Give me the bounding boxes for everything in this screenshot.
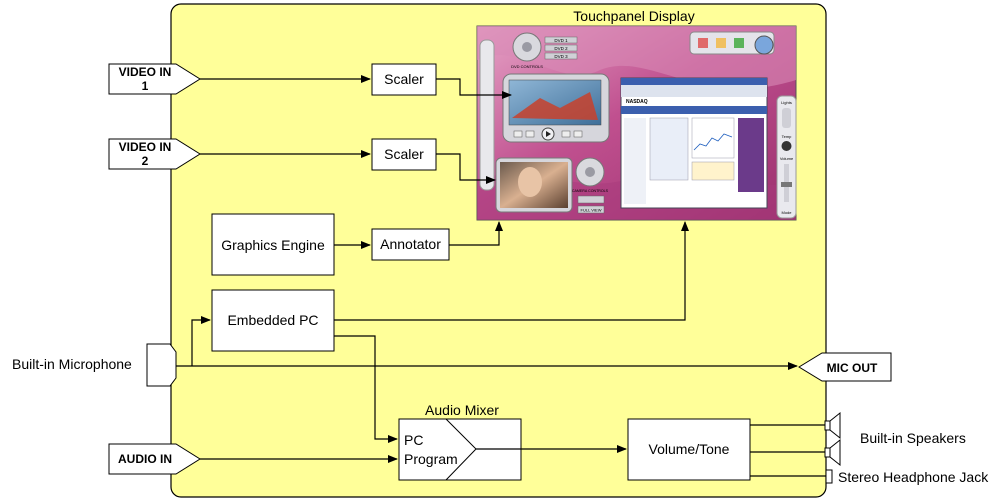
graphics-engine-label: Graphics Engine [221, 237, 325, 253]
volume-tone-label: Volume/Tone [649, 441, 730, 457]
volume-label: Volume [780, 156, 794, 161]
speaker-icon-top [824, 411, 841, 440]
svg-text:VIDEO IN: VIDEO IN [119, 65, 172, 79]
builtin-speakers-label: Built-in Speakers [860, 430, 966, 446]
embedded-pc-label: Embedded PC [227, 312, 318, 328]
annotator-block [371, 228, 450, 261]
svg-text:VIDEO IN: VIDEO IN [119, 140, 172, 154]
headphone-jack-icon [825, 469, 833, 484]
scaler-2-label: Scaler [384, 146, 424, 162]
touchpanel-display: DVD 1 DVD 2 DVD 3 DVD CONTROLS CAMERA CO… [476, 25, 797, 221]
touchpanel-title: Touchpanel Display [573, 8, 694, 24]
embedded-pc-block [211, 289, 335, 352]
mic-out-connector: MIC OUT [798, 352, 892, 382]
annotator-label: Annotator [380, 236, 441, 252]
toolbar-widget [689, 31, 775, 55]
video-player [502, 73, 610, 143]
pc-input-label: PC [404, 432, 423, 448]
dvd-button-1[interactable]: DVD 1 [554, 38, 568, 43]
svg-text:MIC OUT: MIC OUT [827, 361, 878, 375]
full-view-button[interactable]: FULL VIEW [581, 208, 602, 213]
lights-label: Lights [781, 100, 792, 105]
audio-mixer-title: Audio Mixer [425, 402, 499, 418]
scaler-1-block [371, 63, 437, 96]
signal-wires [176, 75, 826, 477]
mode-label: Mode [781, 210, 792, 215]
svg-text:1: 1 [142, 79, 149, 93]
dvd-controls-label: DVD CONTROLS [511, 64, 543, 69]
dvd-button-2[interactable]: DVD 2 [554, 46, 568, 51]
dvd-button-3[interactable]: DVD 3 [554, 54, 568, 59]
program-input-label: Program [404, 451, 458, 467]
video-in-1-connector: VIDEO IN 1 [108, 63, 201, 95]
speaker-icon-bottom [824, 438, 841, 467]
headphone-jack-label: Stereo Headphone Jack [838, 469, 989, 485]
scaler-2-block [371, 138, 437, 171]
video-in-2-connector: VIDEO IN 2 [108, 138, 201, 170]
room-controls: Lights Temp Volume Mode [776, 95, 797, 219]
camera-controls-label: CAMERA CONTROLS [572, 189, 609, 193]
temp-label: Temp [782, 134, 793, 139]
svg-text:AUDIO IN: AUDIO IN [118, 452, 172, 466]
browser-brand: NASDAQ [626, 99, 648, 105]
camera-video: CAMERA CONTROLS FULL VIEW [495, 157, 609, 214]
volume-tone-block [627, 418, 751, 481]
browser-window: NASDAQ [620, 77, 768, 209]
dvd-controls: DVD 1 DVD 2 DVD 3 DVD CONTROLS [511, 32, 578, 69]
graphics-engine-block [211, 213, 335, 276]
svg-text:2: 2 [142, 154, 149, 168]
audio-in-connector: AUDIO IN [108, 443, 201, 475]
microphone-icon [146, 343, 177, 387]
builtin-microphone-label: Built-in Microphone [12, 356, 132, 372]
scaler-1-label: Scaler [384, 71, 424, 87]
